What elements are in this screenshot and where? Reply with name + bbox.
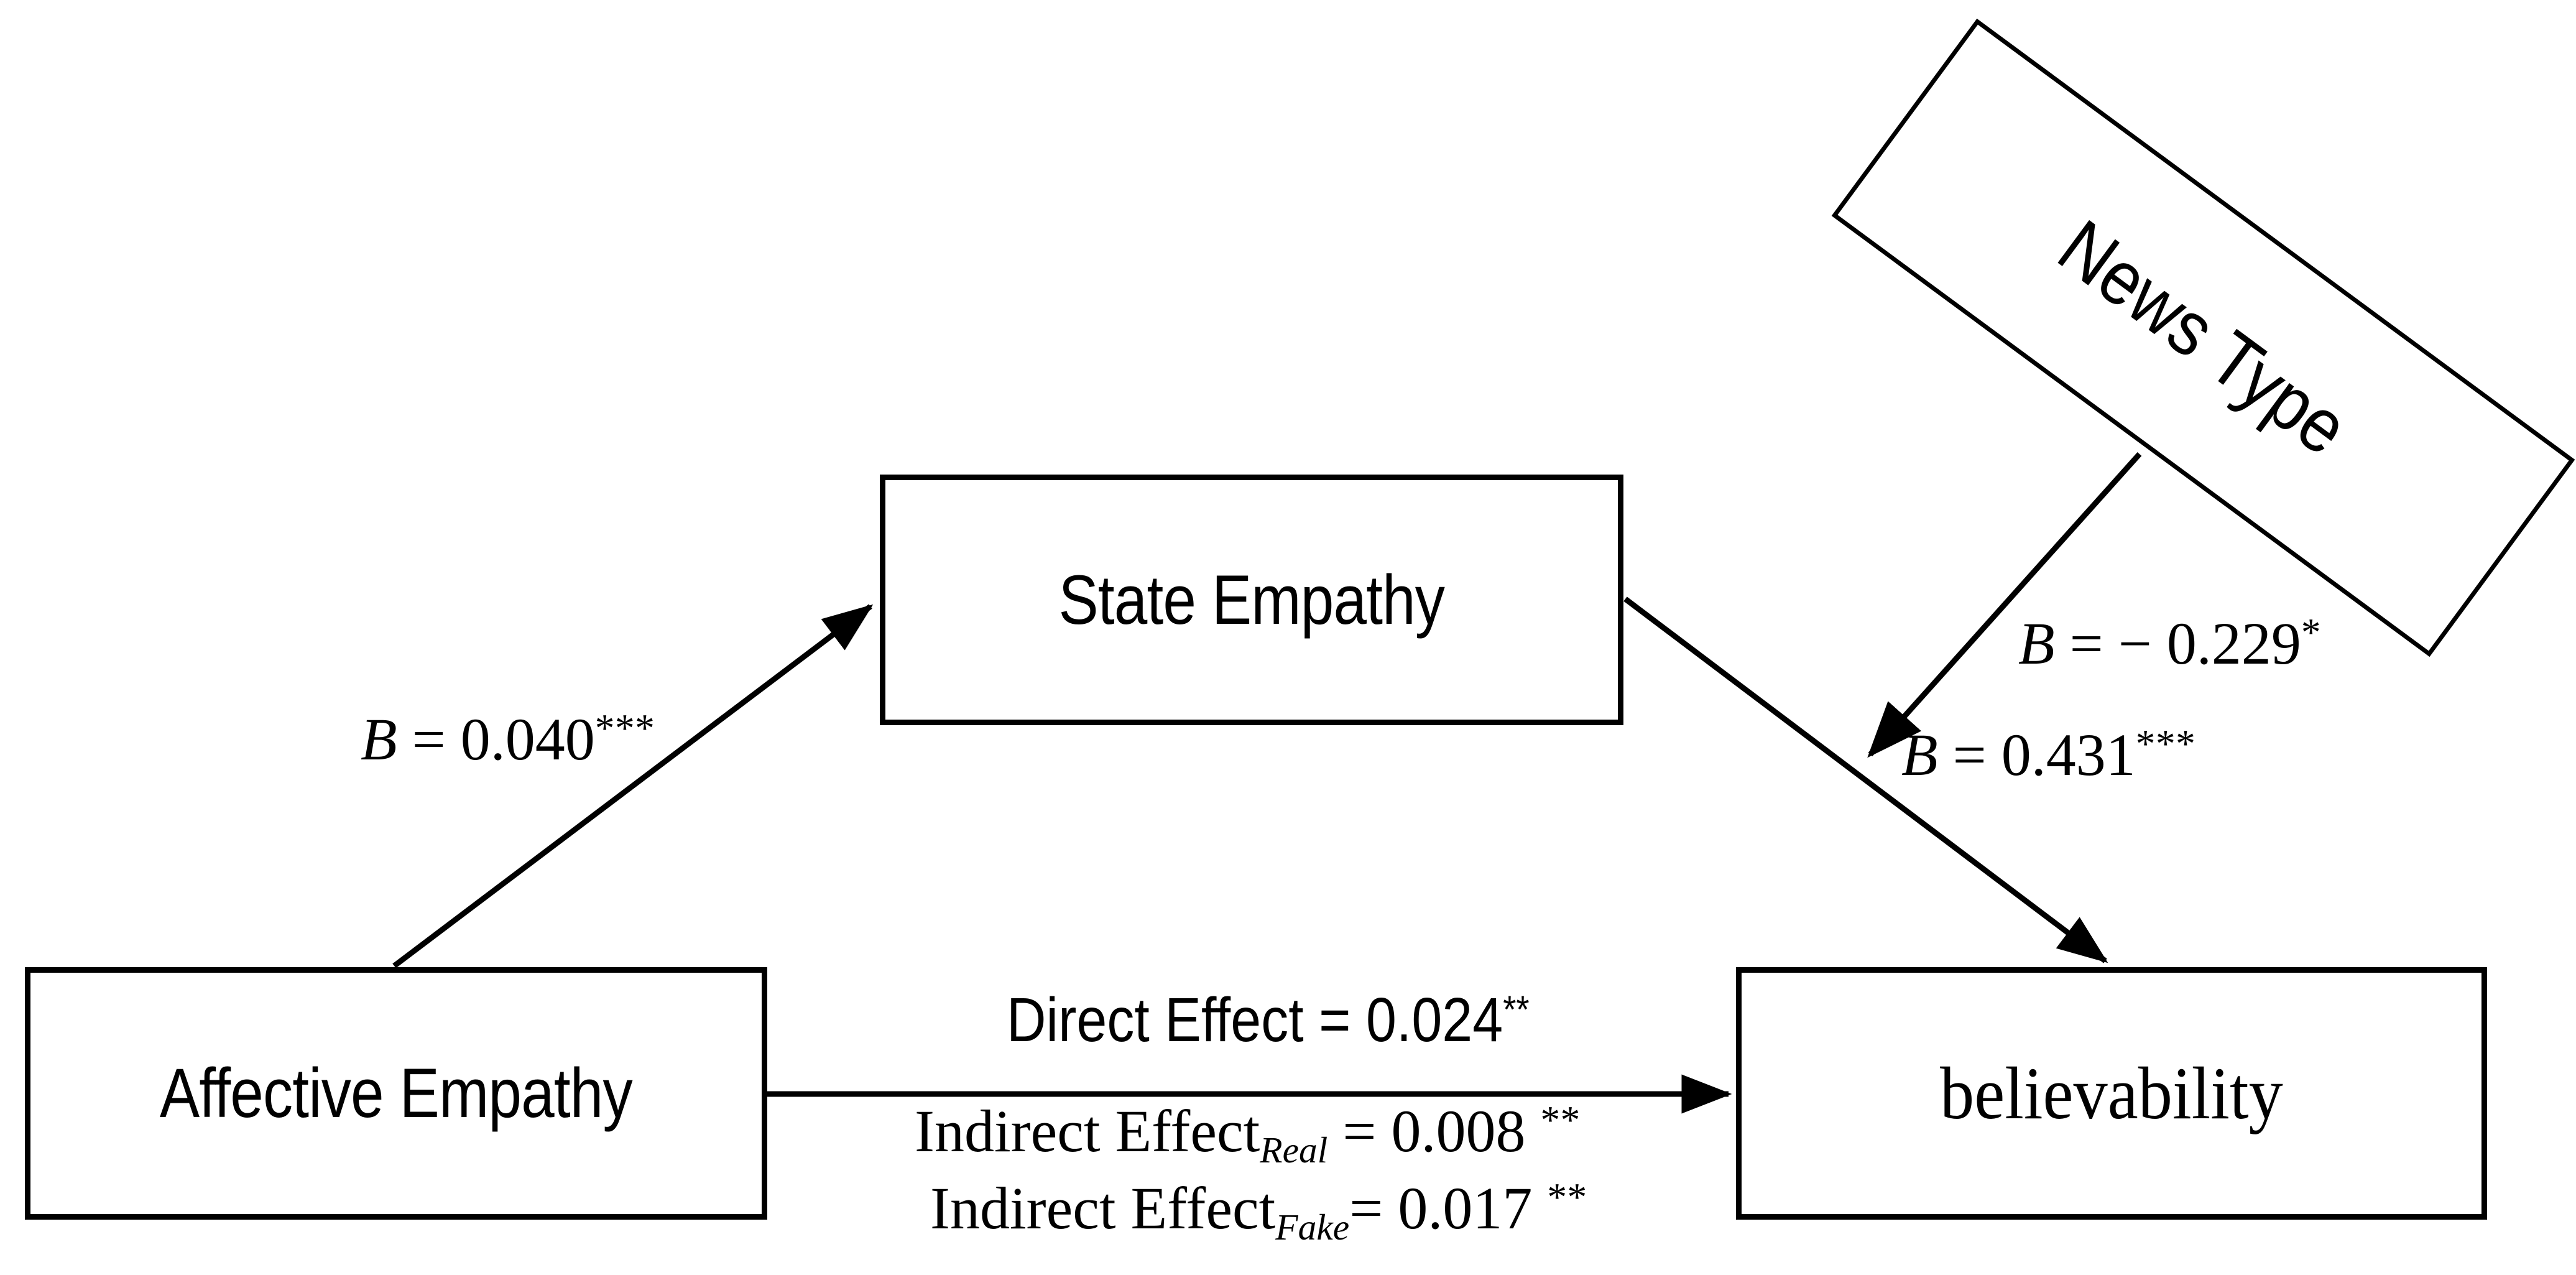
edge-newstype-to-bpath bbox=[1867, 452, 2142, 758]
significance-b: *** bbox=[2135, 722, 2196, 766]
direct-effect-operator: = bbox=[1319, 985, 1351, 1055]
direct-effect-prefix: Direct Effect bbox=[1007, 985, 1304, 1055]
coefficient-symbol-a: B bbox=[361, 706, 397, 773]
node-state-empathy-label: State Empathy bbox=[1058, 560, 1445, 639]
indirect-fake-operator: = bbox=[1349, 1175, 1383, 1242]
node-believability[interactable]: believability bbox=[1736, 967, 2487, 1220]
operator-b: = bbox=[1952, 721, 1987, 789]
effect-label-indirect-fake: Indirect EffectFake= 0.017 ** bbox=[930, 1177, 1587, 1246]
node-believability-label: believability bbox=[1940, 1052, 2283, 1134]
path-label-b: B = 0.431*** bbox=[1901, 723, 2195, 787]
coefficient-symbol-b: B bbox=[1901, 721, 1938, 789]
indirect-real-subscript: Real bbox=[1260, 1129, 1328, 1171]
value-a: 0.040 bbox=[460, 706, 595, 773]
effect-label-indirect-real: Indirect EffectReal = 0.008 ** bbox=[915, 1100, 1581, 1169]
indirect-fake-significance: ** bbox=[1547, 1175, 1587, 1219]
value-moderation: 0.229 bbox=[2166, 610, 2301, 677]
direct-effect-significance: ** bbox=[1503, 988, 1530, 1032]
value-b: 0.431 bbox=[2001, 721, 2136, 789]
indirect-real-operator: = bbox=[1342, 1098, 1377, 1165]
significance-a: *** bbox=[594, 707, 655, 750]
path-label-moderation: B = − 0.229* bbox=[2018, 612, 2321, 675]
edge-affective-to-state bbox=[392, 604, 874, 968]
indirect-fake-prefix: Indirect Effect bbox=[930, 1175, 1276, 1242]
operator-moderation: = bbox=[2069, 610, 2103, 677]
node-state-empathy[interactable]: State Empathy bbox=[880, 475, 1623, 725]
indirect-fake-value: 0.017 bbox=[1398, 1175, 1533, 1242]
path-label-a: B = 0.040*** bbox=[361, 708, 655, 771]
indirect-real-value: 0.008 bbox=[1391, 1098, 1526, 1165]
node-affective-empathy[interactable]: Affective Empathy bbox=[25, 967, 767, 1220]
significance-moderation: * bbox=[2301, 611, 2322, 654]
operator-a: = bbox=[412, 706, 446, 773]
edge-state-to-believability bbox=[1623, 596, 2108, 963]
coefficient-symbol-moderation: B bbox=[2018, 610, 2055, 677]
node-affective-empathy-label: Affective Empathy bbox=[160, 1054, 633, 1132]
indirect-fake-subscript: Fake bbox=[1275, 1206, 1350, 1248]
direct-effect-value: 0.024 bbox=[1365, 985, 1503, 1055]
sign-moderation: − bbox=[2118, 610, 2152, 677]
path-label-direct-effect: Direct Effect = 0.024** bbox=[1007, 988, 1530, 1053]
indirect-real-prefix: Indirect Effect bbox=[915, 1098, 1260, 1165]
indirect-real-significance: ** bbox=[1540, 1098, 1581, 1142]
